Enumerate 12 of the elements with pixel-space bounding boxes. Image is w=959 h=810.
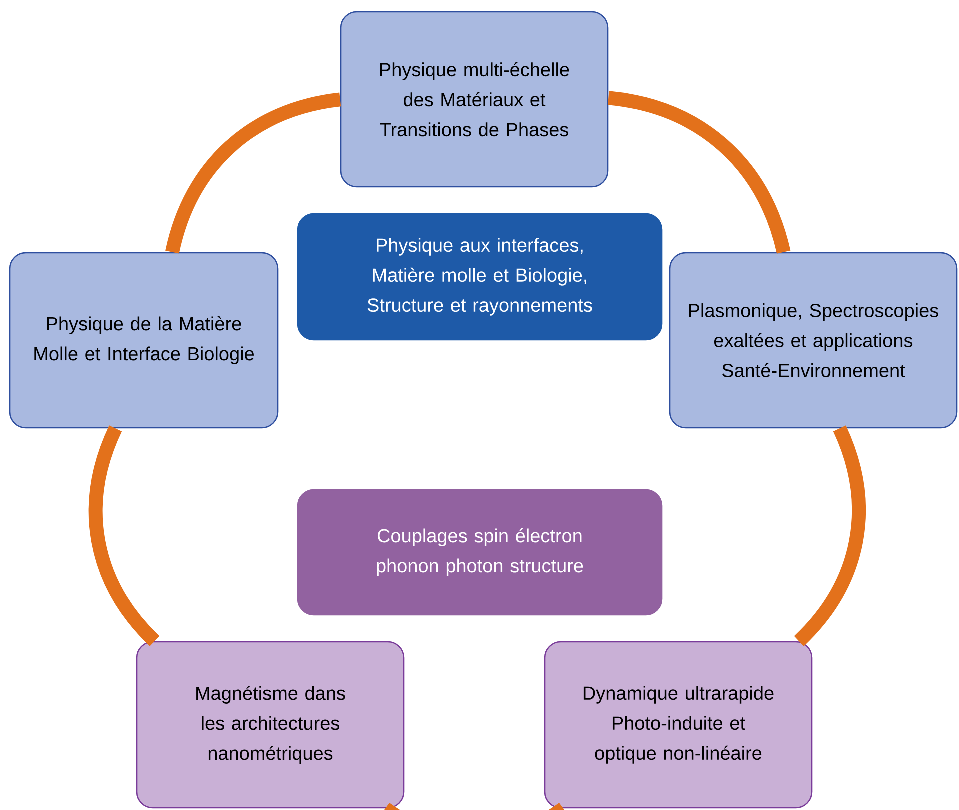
- ring-arc: [794, 426, 866, 646]
- topic-box: Physique multi-échelle des Matériaux et Transitions de Phases: [340, 11, 609, 188]
- topic-box: Plasmonique, Spectroscopies exaltées et applications Santé-Environnement: [669, 252, 958, 429]
- ring-arc: [166, 92, 342, 254]
- theme-box: Physique aux interfaces, Matière molle et Biologie, Structure et rayonnements: [297, 213, 663, 341]
- ring-arc: [89, 426, 160, 646]
- topic-box: Dynamique ultrarapide Photo-induite et optique non-linéaire: [544, 641, 813, 809]
- theme-box: Couplages spin électron phonon photon structure: [297, 489, 663, 616]
- topic-box: Physique de la Matière Molle et Interface Biologie: [9, 252, 279, 429]
- ring-arc: [382, 802, 568, 810]
- topic-box: Magnétisme dans les architectures nanométriques: [136, 641, 405, 809]
- ring-arc: [608, 91, 791, 254]
